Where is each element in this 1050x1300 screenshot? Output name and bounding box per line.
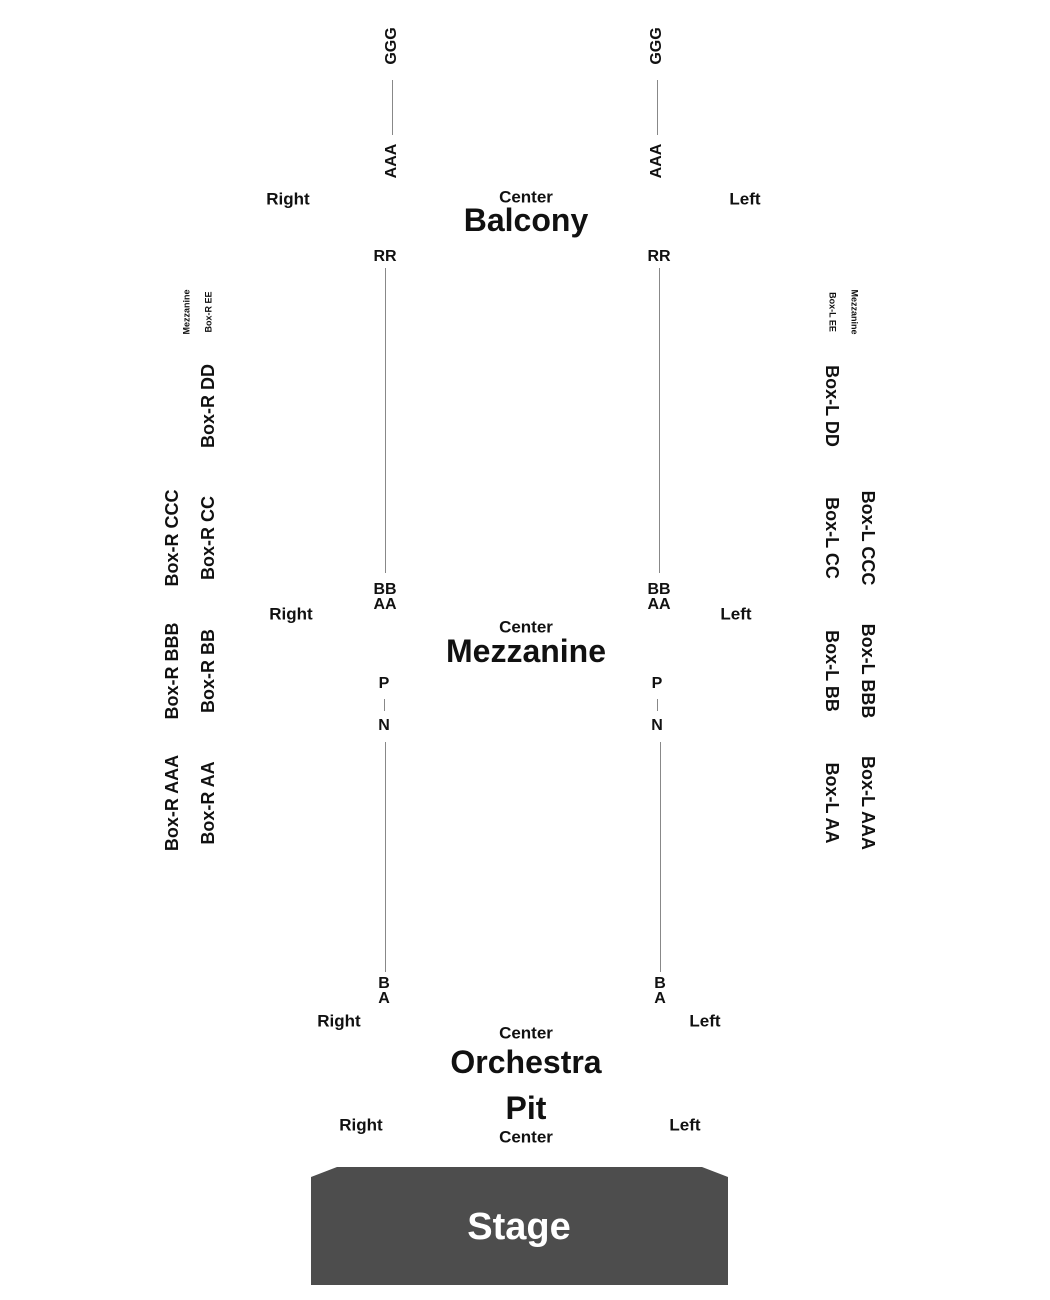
mezzanine-center-section[interactable]: Center [499, 617, 553, 637]
box-right-bbb[interactable]: Box-R BBB [162, 622, 182, 720]
balcony-left-aisle-bottom-row: RR [647, 248, 671, 265]
box-left-aa[interactable]: Box-L AA [822, 762, 842, 844]
mezzanine-right-row-p: P [378, 675, 390, 692]
box-right-ee[interactable]: Box-R EE [203, 291, 214, 333]
orchestra-title: Orchestra [450, 1044, 602, 1080]
mezzanine-left-pn-line [657, 699, 658, 711]
right-aisle-line-lower [385, 742, 386, 972]
stage [311, 1167, 728, 1285]
balcony-right-aisle-line-upper [392, 80, 393, 135]
balcony-left-section[interactable]: Left [729, 189, 761, 209]
box-left-cc[interactable]: Box-L CC [822, 497, 842, 579]
box-right-mezzanine-label: Mezzanine [181, 289, 192, 335]
balcony-center-section[interactable]: Center [499, 187, 553, 207]
mezzanine-left-row-bb: BB [647, 581, 671, 598]
orchestra-center-section[interactable]: Center [499, 1023, 553, 1043]
box-right-bb[interactable]: Box-R BB [198, 629, 218, 713]
box-left-dd[interactable]: Box-L DD [822, 365, 842, 447]
orchestra-left-row-a: A [654, 990, 666, 1007]
orchestra-right-section[interactable]: Right [317, 1011, 361, 1031]
box-left-mezzanine-label: Mezzanine [849, 289, 860, 335]
left-aisle-line-upper [659, 268, 660, 573]
box-left-ee[interactable]: Box-L EE [827, 292, 838, 332]
box-right-ccc[interactable]: Box-R CCC [162, 489, 182, 587]
box-left-aaa[interactable]: Box-L AAA [858, 756, 878, 850]
balcony-left-aisle-top-row: GGG [648, 27, 665, 65]
box-left-ccc[interactable]: Box-L CCC [858, 490, 878, 586]
stage-label: Stage [467, 1206, 571, 1248]
mezzanine-title: Mezzanine [445, 633, 607, 669]
box-right-aaa[interactable]: Box-R AAA [162, 754, 182, 852]
orchestra-right-row-b: B [378, 975, 390, 992]
orchestra-right-row-a: A [378, 990, 390, 1007]
box-right-dd[interactable]: Box-R DD [198, 364, 218, 448]
mezzanine-left-row-n: N [651, 717, 663, 734]
pit-right-section[interactable]: Right [339, 1115, 383, 1135]
right-aisle-line-upper [385, 268, 386, 573]
orchestra-left-section[interactable]: Left [689, 1011, 721, 1031]
mezzanine-left-row-p: P [651, 675, 663, 692]
mezzanine-right-section[interactable]: Right [269, 604, 313, 624]
balcony-right-aisle-mid-row: AAA [383, 143, 400, 179]
box-left-bbb[interactable]: Box-L BBB [858, 623, 878, 719]
balcony-left-aisle-mid-row: AAA [648, 143, 665, 179]
box-left-bb[interactable]: Box-L BB [822, 630, 842, 712]
left-aisle-line-lower [660, 742, 661, 972]
pit-title: Pit [505, 1090, 547, 1126]
mezzanine-left-section[interactable]: Left [720, 604, 752, 624]
mezzanine-right-row-aa: AA [373, 596, 397, 613]
box-right-aa[interactable]: Box-R AA [198, 761, 218, 845]
balcony-title: Balcony [463, 202, 589, 238]
box-right-cc[interactable]: Box-R CC [198, 496, 218, 580]
balcony-left-aisle-line-upper [657, 80, 658, 135]
pit-left-section[interactable]: Left [669, 1115, 701, 1135]
mezzanine-right-pn-line [384, 699, 385, 711]
pit-center-section[interactable]: Center [499, 1127, 553, 1147]
mezzanine-left-row-aa: AA [647, 596, 671, 613]
balcony-right-aisle-top-row: GGG [383, 27, 400, 65]
mezzanine-right-row-n: N [378, 717, 390, 734]
balcony-right-aisle-bottom-row: RR [373, 248, 397, 265]
orchestra-left-row-b: B [654, 975, 666, 992]
balcony-right-section[interactable]: Right [266, 189, 310, 209]
mezzanine-right-row-bb: BB [373, 581, 397, 598]
